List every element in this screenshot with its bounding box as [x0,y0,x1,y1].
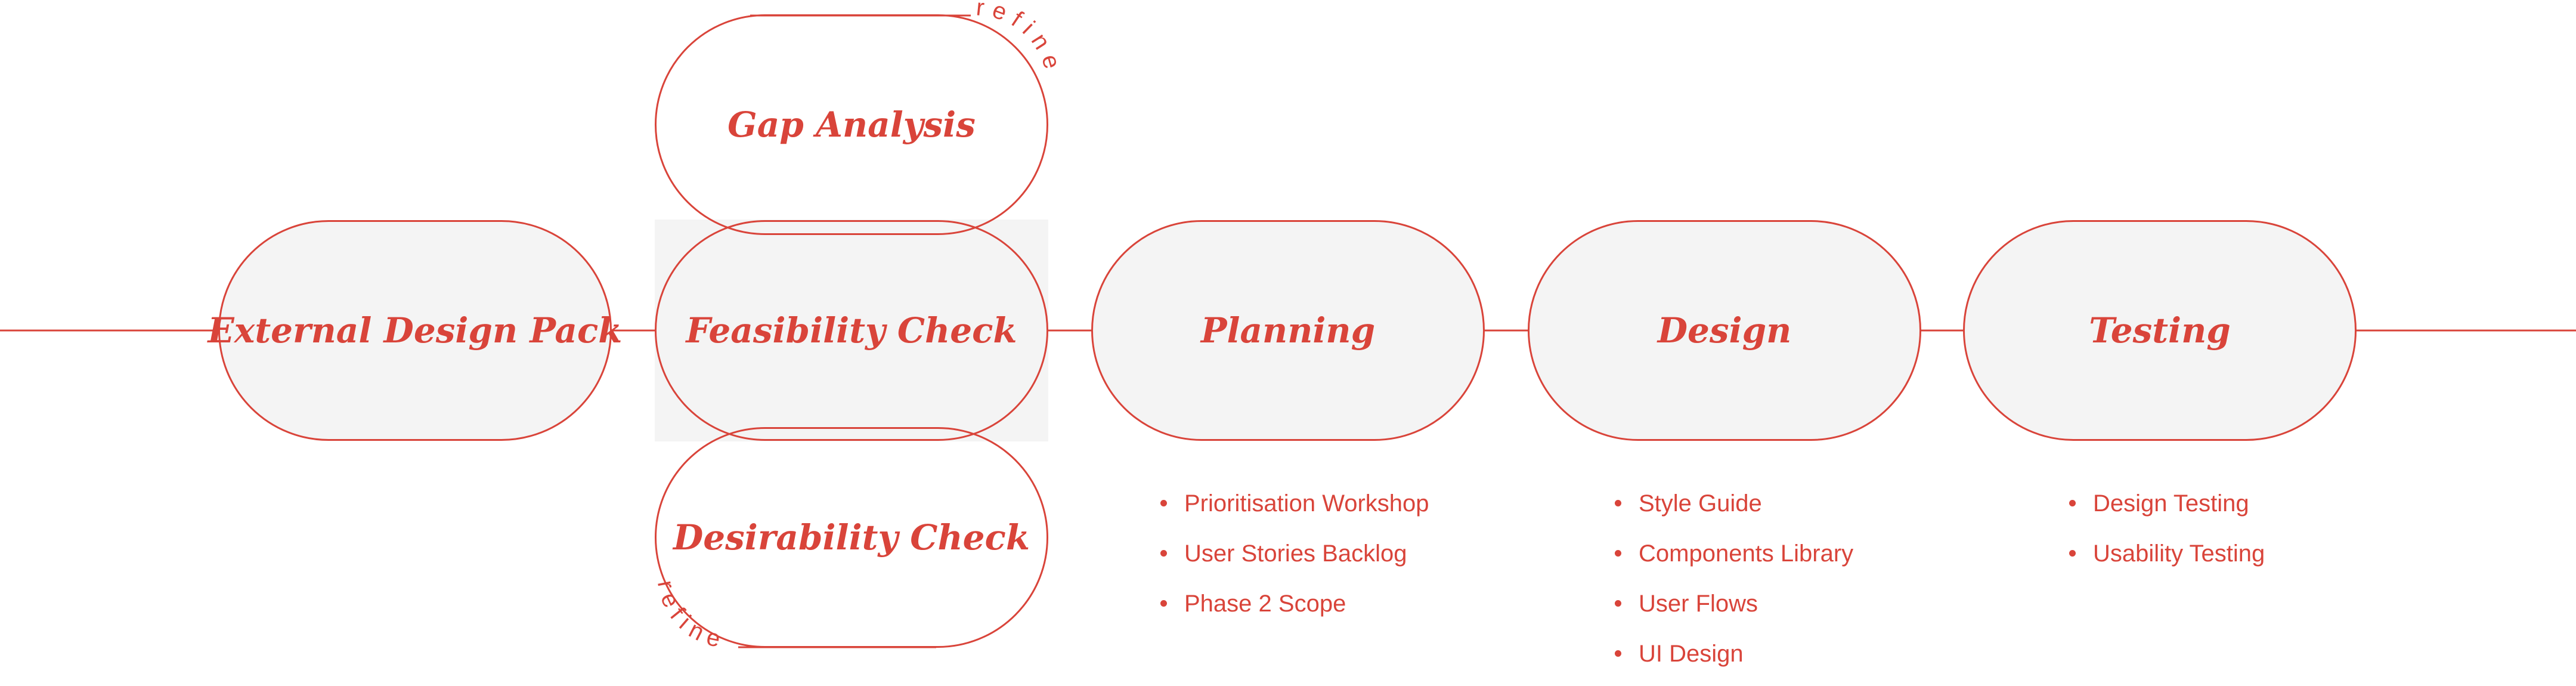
list-item: Style Guide [1615,486,1853,536]
stage-desirability-check: Desirability Check [655,427,1048,648]
testing-details: Design Testing Usability Testing [2069,486,2265,586]
stage-label: Testing [2089,310,2231,351]
stage-planning: Planning [1091,220,1485,441]
stage-testing: Testing [1963,220,2357,441]
list-item: UI Design [1615,636,1853,686]
stage-label: Feasibility Check [686,310,1017,351]
list-item: Components Library [1615,536,1853,586]
stage-label: Gap Analysis [727,104,976,145]
list-item: Prioritisation Workshop [1160,486,1429,536]
list-item: User Stories Backlog [1160,536,1429,586]
stage-design: Design [1528,220,1921,441]
planning-details: Prioritisation Workshop User Stories Bac… [1160,486,1429,636]
list-item: Design Testing [2069,486,2265,536]
list-item: Usability Testing [2069,536,2265,586]
stage-label: Design [1657,310,1792,351]
stage-label: Planning [1200,310,1376,351]
list-item: User Flows [1615,586,1853,636]
stage-feasibility-check: Feasibility Check [655,220,1048,441]
list-item: Phase 2 Scope [1160,586,1429,636]
stage-external-design-pack: External Design Pack [208,220,622,441]
design-details: Style Guide Components Library User Flow… [1615,486,1853,686]
stage-label: Desirability Check [673,517,1030,558]
stage-gap-analysis: Gap Analysis [655,14,1048,235]
stage-label: External Design Pack [208,310,623,351]
